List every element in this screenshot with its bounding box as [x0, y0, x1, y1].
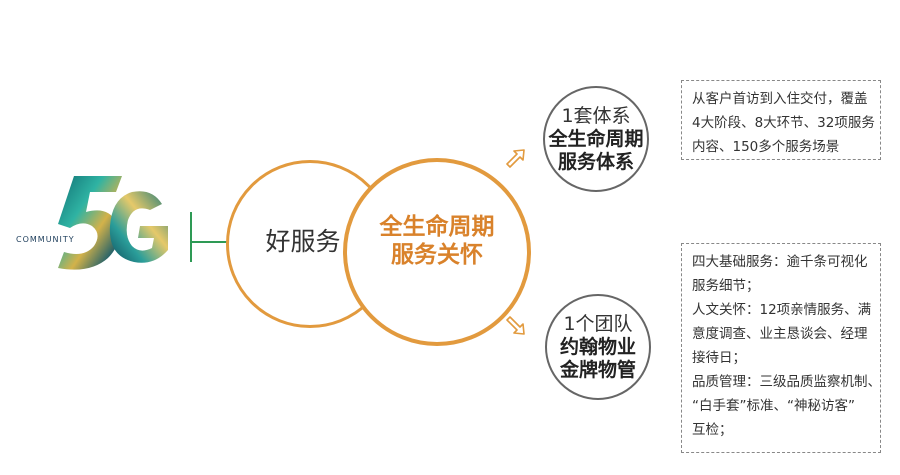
team-desc-line: 意度调查、业主恳谈会、经理	[692, 326, 868, 342]
divider-line	[190, 212, 192, 262]
team-desc-line: 互检；	[692, 422, 733, 438]
team-desc-line: 品质管理：三级品质监察机制、	[692, 374, 881, 390]
connector-line	[192, 241, 228, 243]
system-node-count: 1套体系	[561, 104, 631, 127]
good-service-label: 好服务	[265, 227, 341, 256]
lifecycle-care-line2: 服务关怀	[391, 242, 483, 268]
team-node: 1个团队 约翰物业 金牌物管	[545, 294, 651, 400]
community-5g-logo: COMMUNITY	[12, 170, 187, 280]
team-node-count: 1个团队	[563, 312, 633, 335]
team-description-box: 四大基础服务：逾千条可视化 服务细节； 人文关怀：12项亲情服务、满 意度调查、…	[681, 243, 881, 453]
system-node-title2: 服务体系	[557, 150, 634, 173]
team-desc-line: 人文关怀：12项亲情服务、满	[692, 302, 872, 318]
system-desc-line: 内容、150多个服务场景	[692, 139, 840, 155]
team-desc-line: “白手套”标准、“神秘访客”	[692, 398, 855, 414]
system-node-title1: 全生命周期	[548, 127, 644, 150]
team-desc-line: 四大基础服务：逾千条可视化	[692, 254, 868, 270]
team-desc-line: 接待日；	[692, 350, 746, 366]
system-desc-line: 4大阶段、8大环节、32项服务	[692, 115, 875, 131]
arrow-up-right-icon	[503, 146, 529, 172]
lifecycle-care-line1: 全生命周期	[379, 214, 495, 240]
team-desc-line: 服务细节；	[692, 278, 760, 294]
lifecycle-care-label: 全生命周期 服务关怀	[343, 213, 531, 269]
arrow-down-right-icon	[503, 312, 529, 338]
system-desc-line: 从客户首访到入住交付，覆盖	[692, 91, 868, 107]
team-node-title1: 约翰物业	[559, 335, 636, 358]
team-node-title2: 金牌物管	[559, 358, 636, 381]
system-node: 1套体系 全生命周期 服务体系	[543, 86, 649, 192]
logo-wordmark: COMMUNITY	[16, 235, 75, 244]
lifecycle-care-circle	[343, 158, 531, 346]
system-description-box: 从客户首访到入住交付，覆盖 4大阶段、8大环节、32项服务 内容、150多个服务…	[681, 80, 881, 160]
